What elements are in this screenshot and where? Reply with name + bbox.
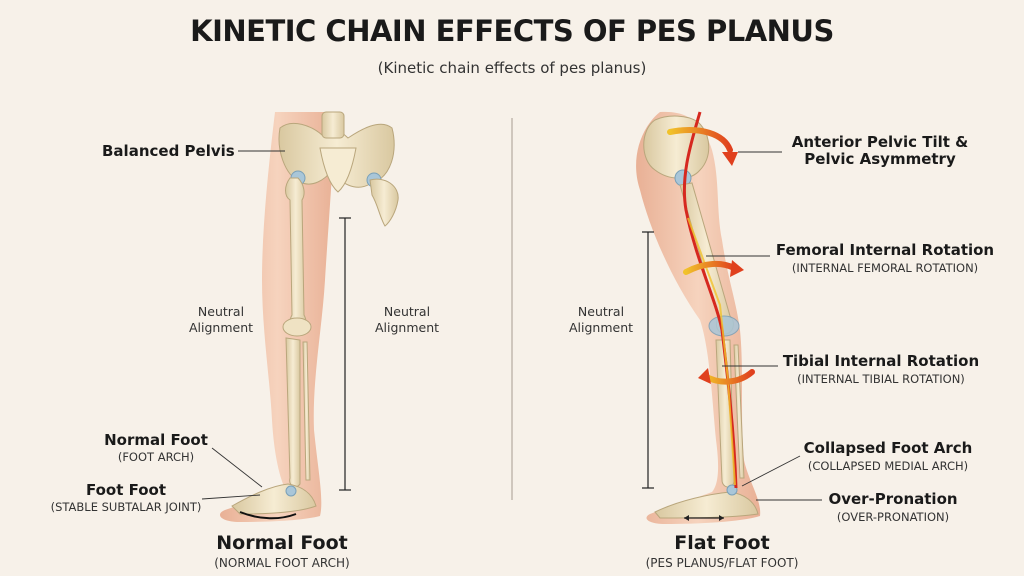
over-pronation-label: Over-Pronation bbox=[828, 490, 958, 508]
kinetic-axis-line bbox=[682, 111, 738, 489]
page-subtitle: (Kinetic chain effects of pes planus) bbox=[377, 59, 647, 77]
page-title: KINETIC CHAIN EFFECTS OF PES PLANUS bbox=[190, 14, 834, 48]
tibial-rotation-sublabel: (INTERNAL TIBIAL ROTATION) bbox=[797, 372, 965, 386]
normal-foot-caption: Normal Foot bbox=[216, 532, 348, 554]
balanced-pelvis bbox=[278, 111, 399, 227]
tibial-rotation-label: Tibial Internal Rotation bbox=[782, 352, 980, 370]
alignment-bracket-left bbox=[339, 217, 351, 491]
normal-foot-caption-sub: (NORMAL FOOT ARCH) bbox=[214, 556, 350, 570]
alignment-bracket-right bbox=[642, 231, 654, 489]
foot-foot-label: Foot Foot bbox=[85, 481, 167, 499]
normal-foot-sublabel: (FOOT ARCH) bbox=[117, 450, 195, 464]
neutral-alignment-left-label: Neutral Alignment bbox=[188, 304, 254, 335]
flat-foot-caption: Flat Foot bbox=[674, 532, 770, 554]
foot-foot-sublabel: (STABLE SUBTALAR JOINT) bbox=[50, 500, 202, 514]
pelvic-tilt-label: Anterior Pelvic Tilt & Pelvic Asymmetry bbox=[791, 133, 969, 168]
over-pronation-sublabel: (OVER-PRONATION) bbox=[836, 510, 950, 524]
arrow-heads bbox=[698, 152, 744, 384]
neutral-alignment-right-label: Neutral Alignment bbox=[374, 304, 440, 335]
normal-leg-bones bbox=[231, 177, 317, 520]
right-leader-lines bbox=[706, 151, 822, 501]
left-leader-lines bbox=[201, 150, 285, 500]
femoral-rotation-sublabel: (INTERNAL FEMORAL ROTATION) bbox=[791, 261, 979, 275]
normal-foot-label: Normal Foot bbox=[104, 431, 208, 449]
collapsed-arch-label: Collapsed Foot Arch bbox=[803, 439, 973, 457]
flat-foot-caption-sub: (PES PLANUS/FLAT FOOT) bbox=[645, 556, 799, 570]
balanced-pelvis-label: Balanced Pelvis bbox=[102, 142, 235, 160]
collapsed-arch-sublabel: (COLLAPSED MEDIAL ARCH) bbox=[807, 459, 969, 473]
neutral-alignment-flat-label: Neutral Alignment bbox=[568, 304, 634, 335]
femoral-rotation-label: Femoral Internal Rotation bbox=[775, 241, 995, 259]
